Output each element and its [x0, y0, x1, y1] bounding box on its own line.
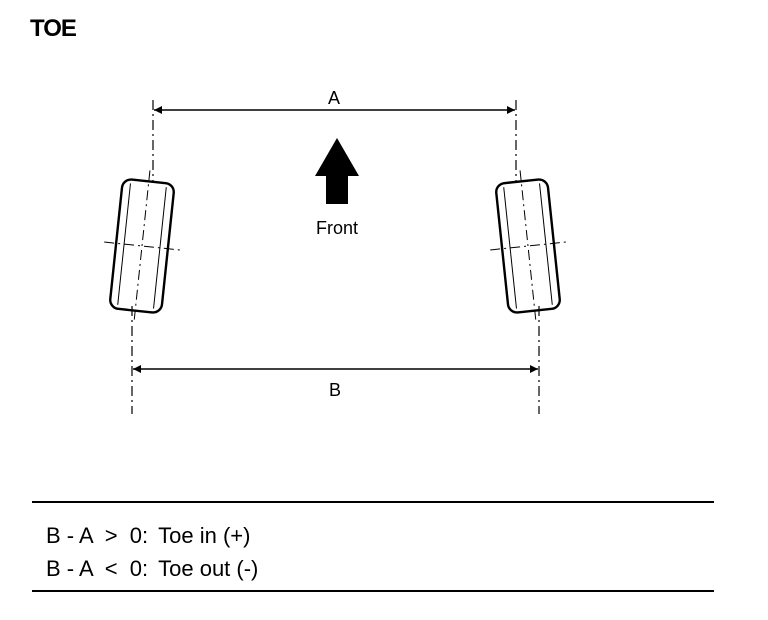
formula-bottom-rule [32, 590, 714, 592]
front-direction: Front [315, 138, 359, 238]
formula-toe-in-meaning: Toe in (+) [158, 523, 251, 548]
formula-top-rule [32, 501, 714, 503]
left-wheel-centerline [133, 170, 151, 322]
dimension-a-label: A [328, 88, 340, 108]
right-wheel-centerline [519, 170, 537, 322]
formula-toe-out: B - A < 0: Toe out (-) [46, 555, 258, 583]
left-wheel [104, 170, 180, 322]
diagram-title: TOE [30, 15, 77, 42]
left-tread-line-outer [117, 183, 131, 305]
dimension-b-label: B [329, 380, 341, 400]
front-arrow-icon [315, 138, 359, 204]
formula-toe-in: B - A > 0: Toe in (+) [46, 522, 250, 550]
left-wheel-axle-line [104, 241, 180, 251]
dimension-b: B [131, 306, 540, 414]
dimension-a: A [152, 88, 517, 190]
right-wheel [490, 170, 566, 322]
formula-toe-out-expression: B - A < 0: [46, 556, 149, 581]
formula-toe-in-expression: B - A > 0: [46, 523, 149, 548]
right-wheel-axle-line [490, 241, 566, 251]
formula-toe-out-meaning: Toe out (-) [158, 556, 259, 581]
front-label: Front [316, 218, 358, 238]
